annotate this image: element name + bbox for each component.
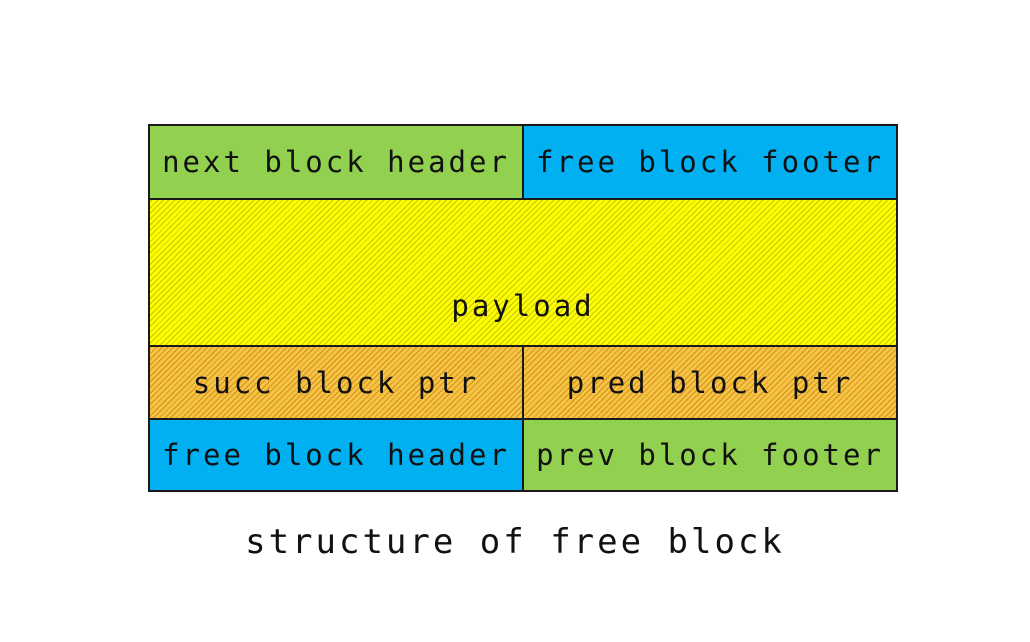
payload-label: payload — [451, 289, 595, 323]
diagram-row-bottom: free block header prev block footer — [150, 420, 896, 490]
diagram-row-top: next block header free block footer — [150, 126, 896, 198]
diagram-row-pointers: succ block ptr pred block ptr — [150, 347, 896, 418]
free-block-footer-label: free block footer — [536, 145, 884, 179]
pred-block-ptr-cell: pred block ptr — [524, 347, 896, 418]
prev-block-footer-cell: prev block footer — [524, 420, 896, 490]
succ-block-ptr-cell: succ block ptr — [150, 347, 522, 418]
diagram-caption: structure of free block — [245, 522, 785, 562]
free-block-structure-diagram: next block header free block footer payl… — [148, 124, 898, 492]
payload-cell: payload — [150, 200, 896, 345]
free-block-footer-cell: free block footer — [524, 126, 896, 198]
diagram-row-payload: payload — [150, 200, 896, 345]
next-block-header-label: next block header — [162, 145, 510, 179]
succ-block-ptr-label: succ block ptr — [192, 365, 480, 400]
pred-block-ptr-label: pred block ptr — [566, 365, 854, 400]
free-block-header-label: free block header — [162, 438, 510, 472]
free-block-header-cell: free block header — [150, 420, 522, 490]
prev-block-footer-label: prev block footer — [536, 438, 884, 472]
next-block-header-cell: next block header — [150, 126, 522, 198]
